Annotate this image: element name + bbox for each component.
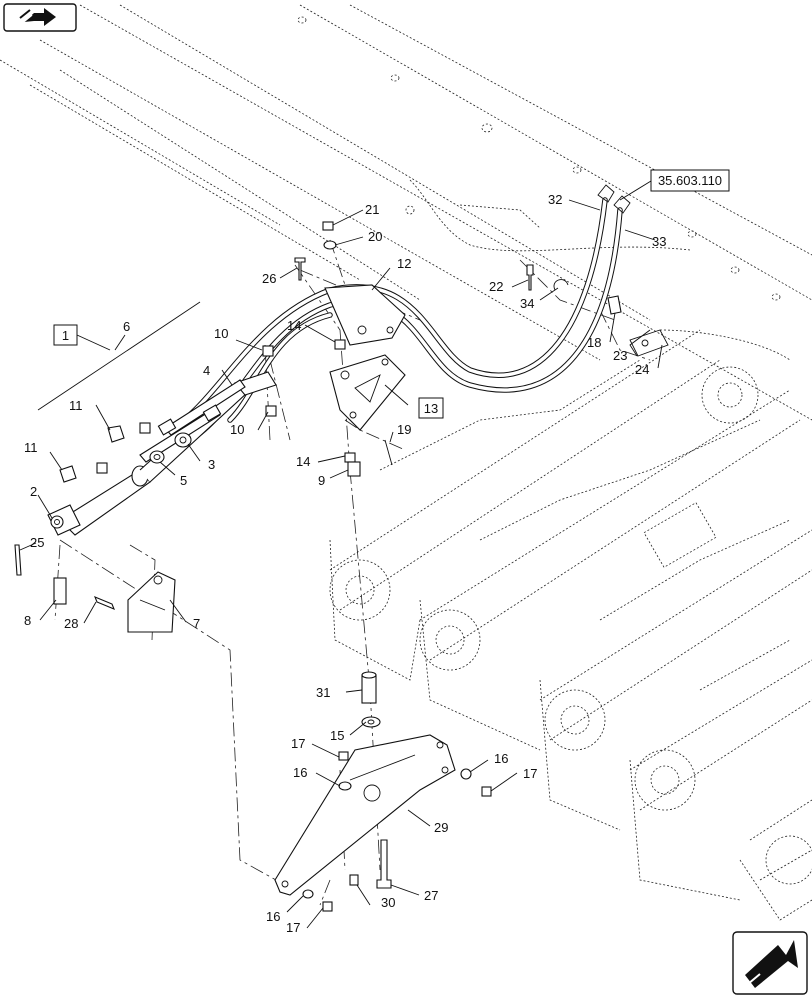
callout-6: 6 — [123, 319, 130, 334]
plate-12 — [324, 284, 406, 346]
next-page-button[interactable] — [732, 931, 808, 995]
callout-31: 31 — [316, 685, 330, 700]
cotter-19 — [384, 439, 393, 466]
callout-5: 5 — [180, 473, 187, 488]
ref-box-13-label: 13 — [424, 401, 438, 416]
callout-18: 18 — [587, 335, 601, 350]
pin-9 — [347, 461, 361, 477]
callout-23: 23 — [613, 348, 627, 363]
callout-3: 3 — [208, 457, 215, 472]
callout-17-lower: 17 — [286, 920, 300, 935]
clamp-18 — [607, 295, 622, 315]
callout-22: 22 — [489, 279, 503, 294]
callout-27: 27 — [424, 888, 438, 903]
header-frame-phantom — [0, 4, 812, 421]
leader-lines — [19, 199, 663, 929]
bolt-27 — [376, 839, 392, 889]
callout-12: 12 — [397, 256, 411, 271]
bushing-3 — [174, 432, 192, 448]
callout-16-lower: 16 — [266, 909, 280, 924]
ref-box-1[interactable]: 1 — [53, 324, 78, 346]
washer-16-right — [460, 768, 472, 780]
callout-9: 9 — [318, 473, 325, 488]
elbow-fitting-upper — [107, 422, 151, 443]
callout-17-right: 17 — [523, 766, 537, 781]
spacer-10-lower — [265, 405, 277, 417]
nut-17-upper — [338, 751, 349, 761]
bracket-7 — [127, 571, 176, 633]
callout-2: 2 — [30, 484, 37, 499]
washer-15 — [361, 716, 381, 728]
bolt-26 — [294, 257, 306, 281]
callout-8: 8 — [24, 613, 31, 628]
bushing-5 — [149, 450, 165, 464]
support-arm-29 — [274, 734, 456, 896]
callout-28: 28 — [64, 616, 78, 631]
nut-21 — [322, 221, 334, 231]
callout-24: 24 — [635, 362, 649, 377]
elbow-fitting-lower — [59, 462, 108, 483]
nut-14-upper — [334, 339, 346, 350]
callout-21: 21 — [365, 202, 379, 217]
callout-7: 7 — [193, 616, 200, 631]
sleeve-31 — [361, 671, 377, 704]
next-page-icon — [745, 940, 798, 988]
nut-14-lower — [344, 452, 356, 463]
callout-32: 32 — [548, 192, 562, 207]
callout-33: 33 — [652, 234, 666, 249]
clamp-34 — [553, 279, 569, 291]
gathering-chains-phantom — [329, 329, 812, 921]
bolt-28 — [94, 595, 115, 611]
callout-11-lower: 11 — [24, 440, 38, 455]
callout-10-lower: 10 — [230, 422, 244, 437]
hydraulic-hoses — [167, 184, 631, 443]
washer-20 — [323, 240, 337, 250]
bolt-30 — [349, 874, 359, 886]
callout-26: 26 — [262, 271, 276, 286]
plate-13 — [329, 354, 406, 431]
callout-19: 19 — [397, 422, 411, 437]
pin-25 — [14, 544, 22, 576]
pages-back-icon — [19, 8, 56, 26]
ref-box-1-label: 1 — [62, 328, 69, 343]
ref-box-35-603-110[interactable]: 35.603.110 — [650, 169, 730, 192]
callout-14-upper: 14 — [287, 318, 301, 333]
bolt-22 — [526, 264, 534, 291]
callout-17-upper: 17 — [291, 736, 305, 751]
callout-14-lower: 14 — [296, 454, 310, 469]
prev-page-button[interactable] — [3, 3, 77, 32]
callout-16-upper: 16 — [293, 765, 307, 780]
assembly-ref-line-1 — [37, 301, 201, 411]
callout-16-right: 16 — [494, 751, 508, 766]
spacer-10-upper — [262, 345, 274, 357]
sleeve-8 — [53, 577, 67, 605]
callout-34: 34 — [520, 296, 534, 311]
callout-11-upper: 11 — [69, 398, 83, 413]
nut-17-lower — [322, 901, 333, 912]
callout-25: 25 — [30, 535, 44, 550]
page-ref-label: 35.603.110 — [658, 173, 722, 188]
callout-30: 30 — [381, 895, 395, 910]
bracket-23-24 — [629, 329, 669, 357]
callout-29: 29 — [434, 820, 448, 835]
callout-4: 4 — [203, 363, 210, 378]
ref-box-13[interactable]: 13 — [418, 397, 444, 419]
washer-16-upper — [338, 781, 352, 791]
callout-20: 20 — [368, 229, 382, 244]
callout-15: 15 — [330, 728, 344, 743]
nut-17-right — [481, 786, 492, 797]
callout-labels: 2 3 4 5 6 7 8 9 10 10 11 11 12 14 14 15 … — [24, 192, 666, 935]
callout-10-upper: 10 — [214, 326, 228, 341]
washer-16-lower — [302, 889, 314, 899]
